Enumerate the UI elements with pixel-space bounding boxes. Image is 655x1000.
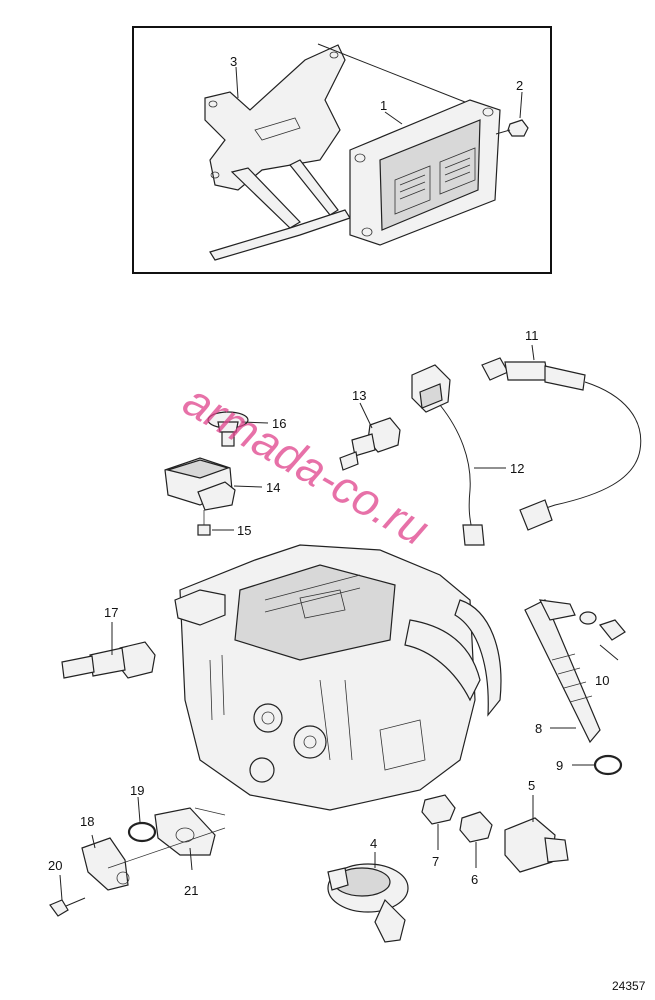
callout-19: 19 [130, 783, 144, 798]
callout-15: 15 [237, 523, 251, 538]
screw-15 [197, 510, 211, 536]
callout-5: 5 [528, 778, 535, 793]
callout-12: 12 [510, 461, 524, 476]
sensor-11 [481, 357, 642, 531]
callout-18: 18 [80, 814, 94, 829]
engine-assembly [174, 544, 502, 811]
sensor-14 [164, 457, 236, 511]
ecu-screw [495, 119, 529, 137]
fitting-6 [459, 811, 493, 843]
callout-17: 17 [104, 605, 118, 620]
o-ring-19 [127, 821, 157, 843]
callout-1: 1 [380, 98, 387, 113]
sensor-8 [524, 599, 601, 744]
callout-13: 13 [352, 388, 366, 403]
sensor-18 [81, 837, 130, 891]
callout-20: 20 [48, 858, 62, 873]
callout-6: 6 [471, 872, 478, 887]
callout-10: 10 [595, 673, 609, 688]
callout-8: 8 [535, 721, 542, 736]
callout-9: 9 [556, 758, 563, 773]
sensor-17 [61, 641, 156, 679]
o-ring-9 [593, 754, 623, 776]
sensor-12 [411, 364, 485, 546]
callout-7: 7 [432, 854, 439, 869]
screw-20 [49, 897, 86, 917]
ecu-mounting-bracket [204, 44, 351, 261]
knock-sensor-4 [327, 863, 409, 943]
callout-4: 4 [370, 836, 377, 851]
callout-16: 16 [272, 416, 286, 431]
screw-10 [579, 611, 626, 641]
callout-2: 2 [516, 78, 523, 93]
callout-14: 14 [266, 480, 280, 495]
sensor-5 [504, 817, 569, 873]
gasket-21 [154, 807, 216, 856]
fitting-7 [421, 794, 456, 825]
callout-11: 11 [525, 328, 539, 343]
callout-21: 21 [184, 883, 198, 898]
sensor-13 [339, 417, 401, 471]
callout-3: 3 [230, 54, 237, 69]
bolt-16 [207, 411, 249, 447]
drawing-number: 24357 [612, 979, 646, 993]
ecu-control-unit [349, 99, 501, 246]
